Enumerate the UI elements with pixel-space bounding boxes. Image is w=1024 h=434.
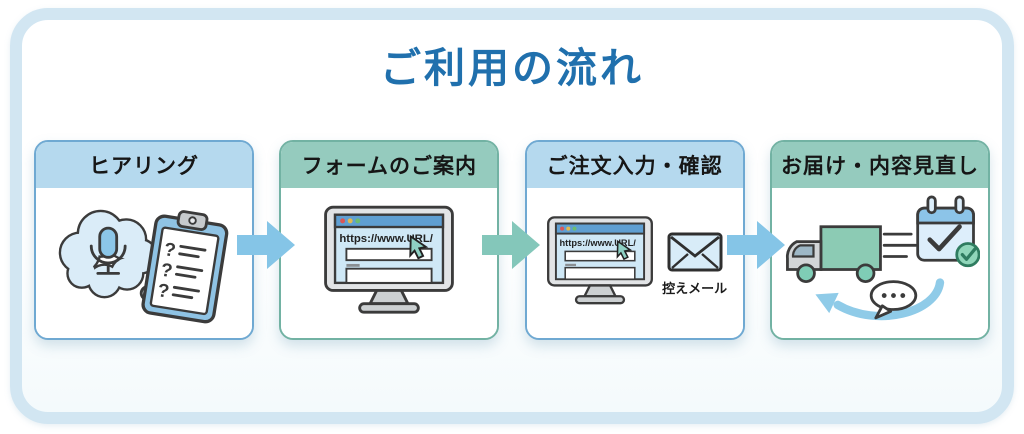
- form-field: [564, 266, 636, 281]
- browser-bar: [334, 213, 445, 229]
- window-dot-green: [355, 218, 361, 224]
- step-illustration: https://www.URL/: [281, 188, 498, 338]
- form-field: [564, 250, 636, 262]
- truck-wheel: [796, 263, 816, 283]
- speed-lines: [882, 232, 918, 258]
- cursor-icon: [409, 234, 429, 260]
- step-illustration: https://www.URL/ 控えメール: [526, 188, 743, 338]
- flow-arrow-icon: [727, 218, 787, 272]
- form-field: [345, 267, 433, 284]
- calendar-icon: [916, 195, 980, 268]
- cycle-arrow-icon: [815, 278, 945, 321]
- step-card-hearing: ヒアリング: [34, 140, 254, 340]
- step-title: ご注文入力・確認: [526, 142, 743, 188]
- page-title: ご利用の流れ: [380, 45, 644, 91]
- window-dot-red: [560, 226, 565, 231]
- step-title: フォームのご案内: [281, 142, 498, 188]
- truck-icon: [786, 225, 918, 283]
- window-dot-green: [572, 226, 577, 231]
- step-illustration: ? ? ?: [36, 188, 252, 338]
- step-title: お届け・内容見直し: [771, 142, 988, 188]
- step-card-form-guide: フォームのご案内 https://www.URL/: [279, 140, 500, 340]
- step-card-order-entry: ご注文入力・確認 https://www.URL/: [524, 140, 745, 340]
- envelope-icon: [667, 232, 723, 271]
- hearing-icon: ? ? ?: [58, 209, 229, 324]
- monitor-neck: [368, 289, 411, 306]
- monitor-base: [358, 302, 421, 314]
- svg-text:?: ?: [156, 279, 171, 302]
- svg-text:?: ?: [159, 259, 174, 282]
- cursor-icon: [616, 239, 633, 261]
- step-illustration: [771, 188, 988, 338]
- calendar-check: [927, 224, 962, 252]
- question-list: ? ? ?: [156, 238, 177, 301]
- step-cards-row: ヒアリング: [34, 140, 990, 340]
- field-label-line: [346, 263, 360, 267]
- truck-wheel: [855, 263, 876, 283]
- delivery-review-icon: [786, 195, 980, 321]
- window-dot-yellow: [566, 226, 571, 231]
- check-badge-icon: [955, 242, 980, 268]
- truck-window: [791, 244, 815, 258]
- speech-bubble-icon: [869, 280, 918, 320]
- step-card-delivery-review: お届け・内容見直し: [769, 140, 990, 340]
- form-field: [345, 247, 433, 262]
- truck-cargo: [819, 225, 882, 271]
- microphone-icon: [89, 226, 127, 275]
- flow-arrow-icon: [482, 218, 542, 272]
- clipboard-icon: ? ? ?: [141, 210, 229, 324]
- monitor-browser-icon: https://www.URL/: [324, 205, 455, 314]
- monitor-neck: [582, 284, 618, 298]
- window-dot-yellow: [348, 218, 353, 224]
- field-label-line: [565, 263, 577, 267]
- monitor-browser-icon: https://www.URL/: [547, 216, 654, 305]
- copy-mail-group: 控えメール: [662, 230, 727, 297]
- step-title: ヒアリング: [36, 142, 252, 188]
- svg-text:?: ?: [163, 238, 178, 261]
- monitor-base: [575, 295, 626, 305]
- copy-mail-label: 控えメール: [662, 280, 728, 296]
- browser-bar: [555, 222, 646, 235]
- url-text: https://www.URL/: [560, 238, 637, 248]
- flow-arrow-icon: [237, 218, 297, 272]
- window-dot-red: [340, 218, 346, 224]
